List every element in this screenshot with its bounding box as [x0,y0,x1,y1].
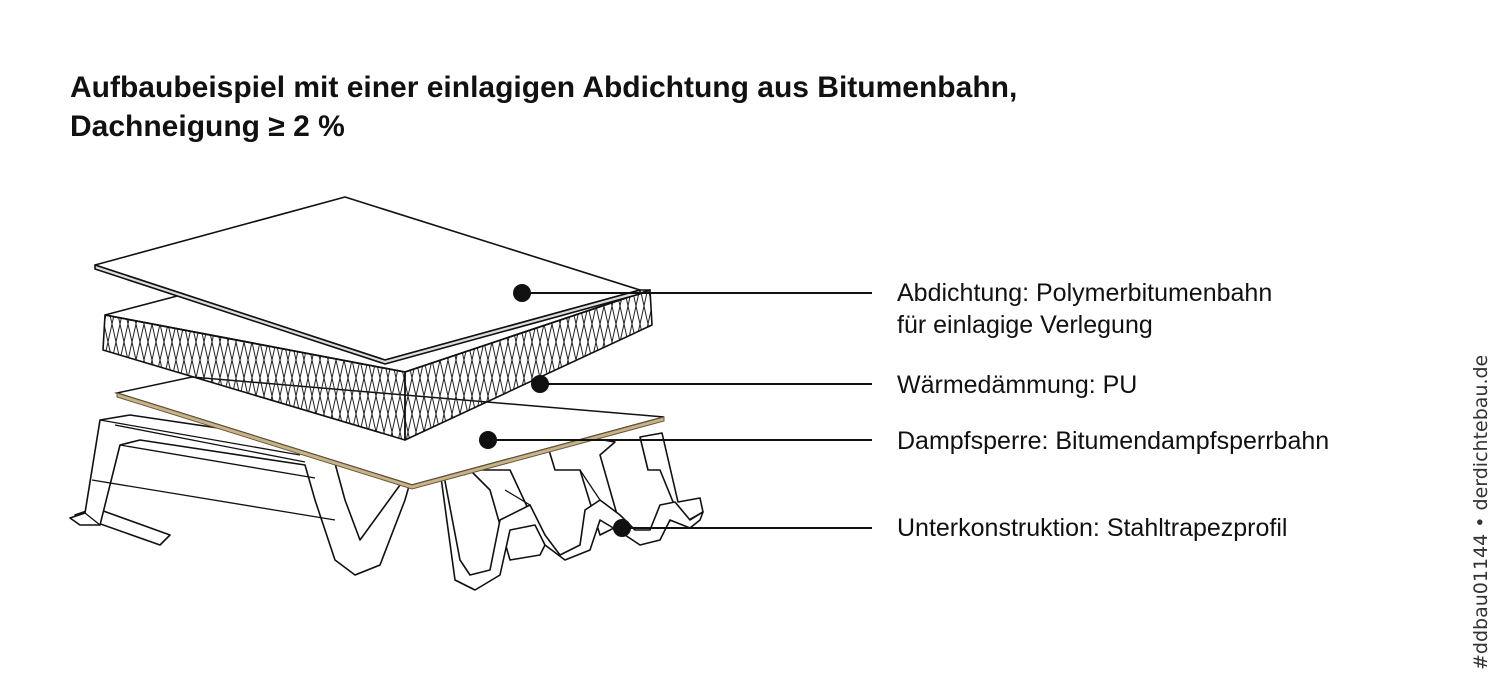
label-abdichtung-line-1: Abdichtung: Polymerbitumenbahn [897,279,1273,307]
label-dampfsperre: Dampfsperre: Bitumendampfsperrbahn [897,425,1329,457]
steel-trapezoidal-profile [69,414,704,591]
leader-line-abdichtung [513,284,872,302]
label-waermedaemmung: Wärmedämmung: PU [897,369,1137,401]
source-watermark: #ddbau01144 • derdichtebau.de [1470,354,1492,670]
label-waermedaemmung-line-1: Wärmedämmung: PU [897,371,1138,399]
leader-line-unterkonstruktion [613,519,872,537]
title-line-1: Aufbaubeispiel mit einer einlagigen Abdi… [70,71,1018,104]
diagram-title: Aufbaubeispiel mit einer einlagigen Abdi… [70,68,1017,146]
label-abdichtung: Abdichtung: Polymerbitumenbahn für einla… [897,277,1272,341]
label-unterkonstruktion-line-1: Unterkonstruktion: Stahltrapezprofil [897,514,1288,542]
title-line-2: Dachneigung ≥ 2 % [70,110,345,143]
leader-line-dampfsperre [479,431,872,449]
label-unterkonstruktion: Unterkonstruktion: Stahltrapezprofil [897,512,1287,544]
label-dampfsperre-line-1: Dampfsperre: Bitumendampfsperrbahn [897,427,1330,455]
label-abdichtung-line-2: für einlagige Verlegung [897,311,1153,339]
leader-line-waermedaemmung [531,375,872,393]
